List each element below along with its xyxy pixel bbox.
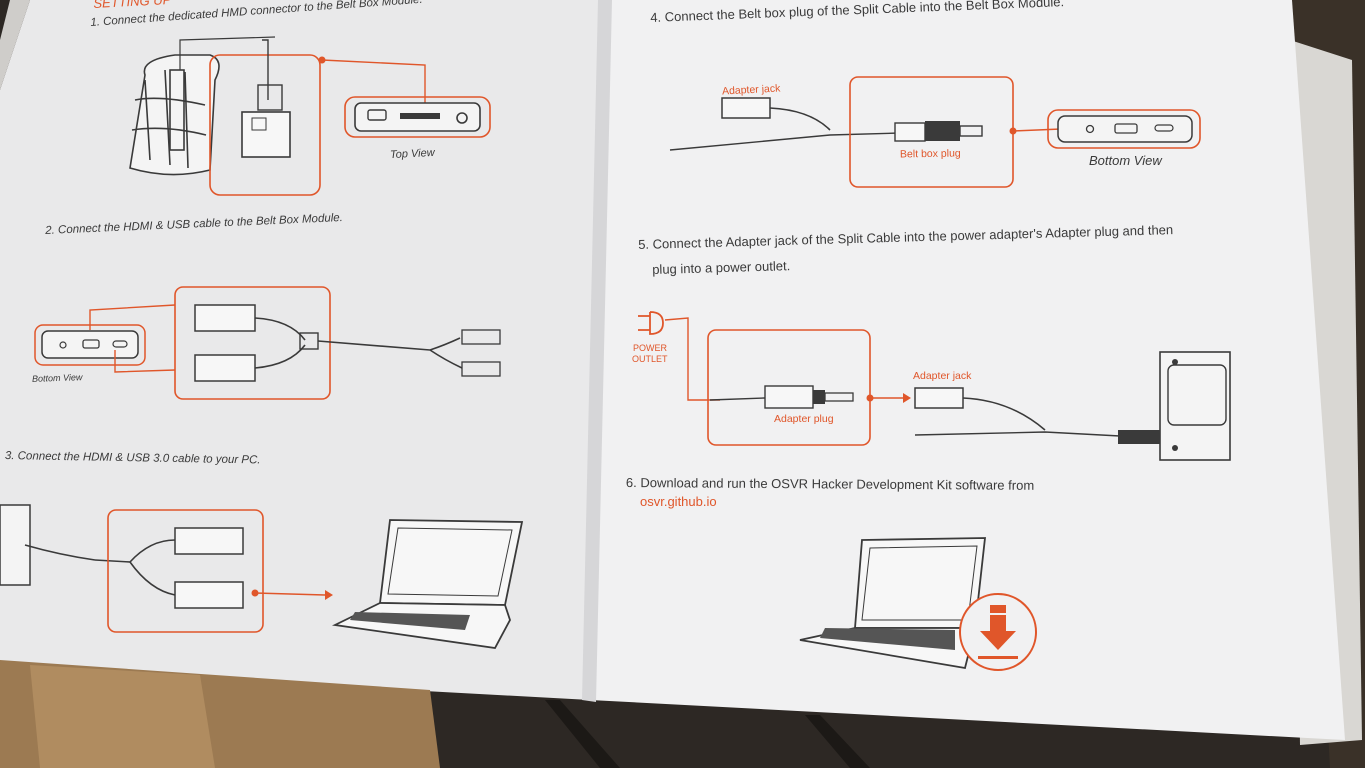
step6-text: 6. Download and run the OSVR Hacker Deve… bbox=[625, 475, 1035, 493]
power-outlet-icon bbox=[638, 311, 664, 335]
step2-view-label: Bottom View bbox=[31, 372, 83, 384]
hdmi-usb-cable-icon bbox=[174, 286, 331, 400]
power-outlet-label-1: POWER bbox=[633, 343, 668, 353]
osvr-link[interactable]: osvr.github.io bbox=[640, 494, 717, 509]
step1-view-label: Top View bbox=[389, 146, 435, 162]
belt-box-bottom-icon bbox=[34, 324, 146, 366]
step1-headset-illustration bbox=[129, 54, 220, 176]
laptop-icon bbox=[331, 519, 524, 649]
step6-laptop-icon bbox=[799, 537, 987, 670]
belt-box-icon bbox=[344, 96, 491, 138]
download-icon[interactable] bbox=[959, 593, 1037, 671]
step4-view-label: Bottom View bbox=[1089, 153, 1162, 168]
step4-plug-label: Belt box plug bbox=[899, 147, 961, 161]
adapter-plug-icon bbox=[707, 329, 871, 446]
right-page bbox=[590, 0, 1345, 740]
step5-jack-label: Adapter jack bbox=[913, 370, 972, 382]
step5-adapter-jack-icon bbox=[914, 387, 1160, 444]
adapter-jack-icon bbox=[721, 97, 831, 131]
step3-belt-box-icon bbox=[0, 504, 96, 586]
step5-plug-label: Adapter plug bbox=[774, 413, 834, 425]
step3-cable-icon bbox=[107, 509, 264, 633]
belt-box-side-icon bbox=[1159, 351, 1231, 461]
hmd-connector-icon bbox=[209, 39, 321, 196]
belt-box-bottom-view-icon bbox=[1047, 109, 1201, 149]
power-outlet-label-2: OUTLET bbox=[632, 354, 668, 364]
